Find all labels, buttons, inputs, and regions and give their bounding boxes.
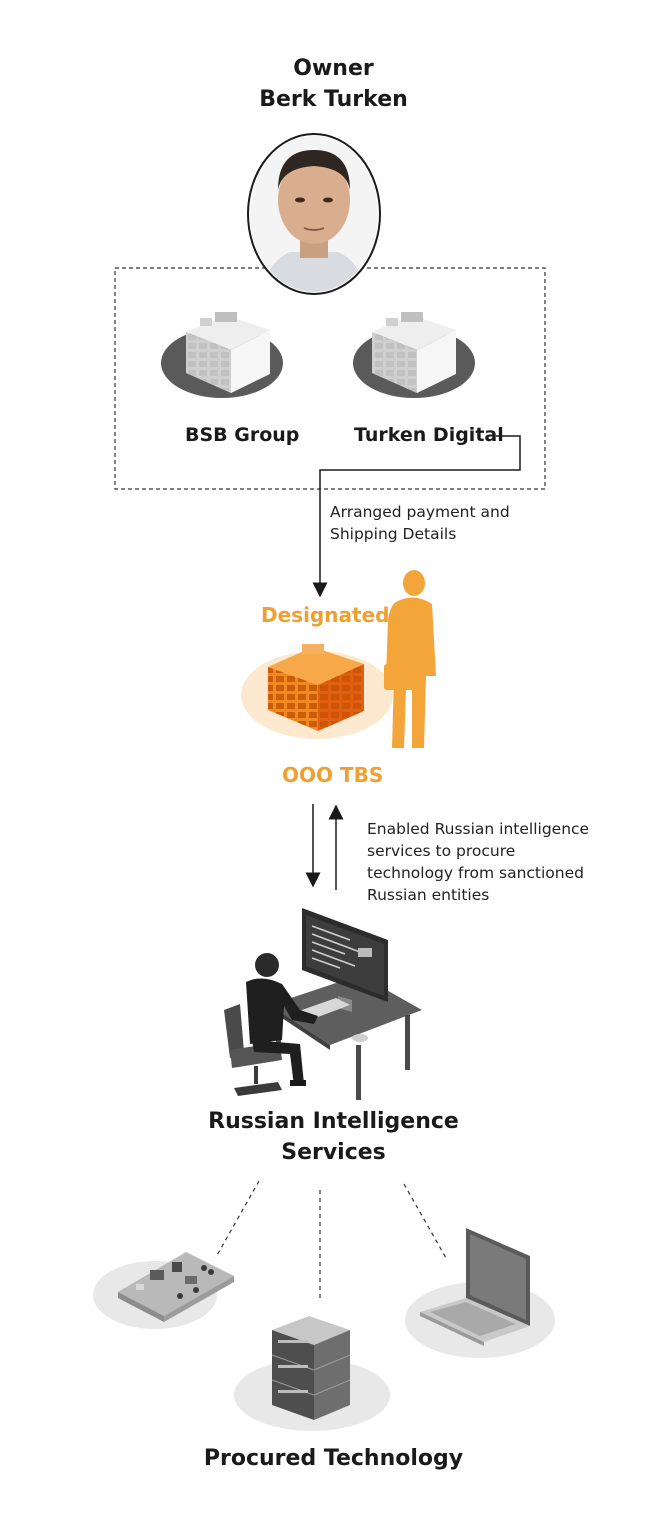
server-rack-icon <box>234 1316 390 1431</box>
payment-note-line2: Shipping Details <box>330 525 457 543</box>
building-icon-bsb-group <box>161 312 283 398</box>
circuit-board-icon <box>93 1252 234 1329</box>
designated-entity-name: OOO TBS <box>282 763 384 787</box>
owner-role-label: Owner <box>293 56 374 81</box>
owner-name-label: Berk Turken <box>259 87 408 112</box>
procure-note-line3: technology from sanctioned <box>367 864 584 882</box>
intelligence-title-line2: Services <box>281 1140 386 1165</box>
payment-flow-arrow <box>312 435 521 598</box>
company-label-bsb-group: BSB Group <box>185 424 300 446</box>
laptop-icon <box>405 1228 555 1358</box>
computer-workstation-icon <box>224 908 422 1100</box>
procure-note-line4: Russian entities <box>367 886 490 904</box>
procure-note-line2: services to procure <box>367 842 516 860</box>
intelligence-title-line1: Russian Intelligence <box>208 1109 459 1134</box>
owner-portrait <box>247 133 381 295</box>
payment-note-line1: Arranged payment and <box>330 503 510 521</box>
procure-note-line1: Enabled Russian intelligence <box>367 820 590 838</box>
link-to-laptop <box>403 1183 447 1259</box>
building-icon-ooo-tbs <box>241 644 393 739</box>
company-label-turken-digital: Turken Digital <box>354 424 504 446</box>
link-to-circuit-board <box>215 1180 260 1258</box>
ownership-group-box <box>114 267 546 490</box>
person-silhouette-icon <box>384 570 436 748</box>
procured-technology-title: Procured Technology <box>203 1446 464 1471</box>
building-icon-turken-digital <box>353 312 475 398</box>
designated-status-label: Designated <box>261 603 390 627</box>
